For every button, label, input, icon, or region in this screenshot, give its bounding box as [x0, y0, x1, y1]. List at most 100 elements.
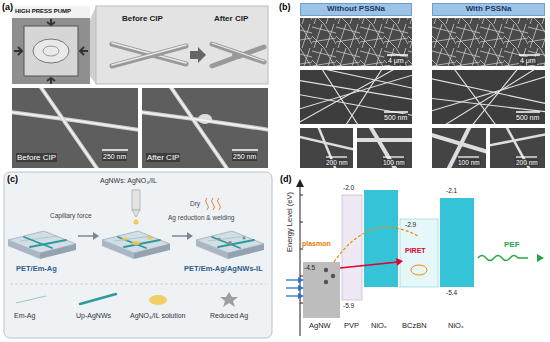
legend-text: Em-Ag [14, 312, 35, 320]
sem-image-junctions [296, 126, 548, 170]
sem-image-after-part [232, 149, 258, 151]
legend-text: AgNO₃/IL solution [130, 312, 186, 320]
process-label: plasmon [302, 240, 331, 248]
sem-image-dense [300, 18, 545, 66]
sem-image-before-part-part [12, 112, 138, 130]
sem-image-junctions-part [490, 128, 545, 168]
energy-value: -4.5 [304, 264, 315, 271]
step-label: Capillary force [50, 212, 92, 219]
energy-diagram-part-part [324, 268, 328, 272]
pump-photo-part [47, 78, 55, 84]
process-schematic-part-part [147, 237, 153, 240]
layer-name: NiOₓ [448, 322, 463, 331]
energy-value: -5.9 [343, 302, 354, 309]
energy-diagram-part [340, 262, 398, 268]
sem-image-before-part [12, 88, 138, 168]
energy-diagram-part-part [324, 280, 328, 284]
layer-name: PVP [344, 322, 359, 331]
energy-diagram [286, 179, 544, 336]
sem-image-wires-part-part [440, 70, 540, 124]
scale-bar-label: 200 nm [515, 159, 539, 166]
sem-image-before-part [102, 149, 128, 151]
solution-label: AgNWs: AgNO₃/IL [100, 177, 157, 185]
energy-diagram-part-part [298, 285, 304, 291]
energy-diagram-part [411, 265, 427, 275]
legend-text: Reduced Ag [210, 312, 248, 320]
process-schematic-part [102, 240, 134, 259]
energy-value: -2.1 [446, 187, 457, 194]
pump-photo-part [12, 6, 90, 18]
process-schematic-part [218, 237, 246, 246]
process-schematic-part [10, 284, 266, 285]
layer-name: NiOₓ [371, 322, 386, 331]
energy-diagram-part [324, 268, 335, 284]
sem-image-dense-part [432, 18, 545, 66]
sem-image-wires-part-part [320, 70, 360, 124]
energy-diagram-part-part [300, 276, 303, 277]
sem-image-junctions-part [357, 128, 412, 168]
legend-icons-part [220, 292, 238, 307]
zoom-wedge [90, 6, 96, 84]
pump-photo-part [80, 47, 88, 55]
sem-image-wires-part [432, 70, 545, 124]
image-caption: Before CIP [16, 153, 57, 162]
scale-bar-label: 250 nm [102, 153, 127, 161]
pump-photo [12, 6, 90, 84]
energy-diagram-part [286, 280, 299, 296]
sem-image-junctions-part-part [490, 134, 545, 146]
cip-inset-part [212, 43, 264, 61]
energy-diagram-part [478, 256, 528, 261]
photo-caption: HIGH PRESS PUMP [15, 8, 71, 15]
image-caption: After CIP [146, 153, 180, 162]
sem-image-junctions-part [432, 128, 486, 168]
scale-bar-label: 4 μm [387, 57, 405, 65]
energy-diagram-part [300, 186, 301, 336]
process-schematic-part [132, 190, 140, 210]
sem-image-before [10, 86, 140, 170]
energy-diagram-part-part [300, 249, 303, 250]
sem-image-dense-part [432, 18, 545, 66]
panel-letter: (a) [2, 2, 13, 12]
energy-value: -2.0 [343, 184, 354, 191]
energy-diagram-part-part [300, 303, 303, 304]
scale-bar-label: 500 nm [383, 114, 408, 122]
sem-image-junctions-part-part [516, 156, 537, 157]
header-text: With PSSNa [466, 5, 512, 14]
cip-inset-part [112, 46, 186, 66]
process-schematic-part [78, 235, 94, 237]
column-header: Without PSSNa [300, 3, 412, 16]
energy-diagram-part [440, 198, 474, 287]
energy-diagram-part [537, 254, 544, 262]
sem-image-after-part-part [142, 112, 268, 130]
process-schematic-part [24, 237, 254, 248]
process-schematic-part-part [218, 198, 221, 210]
substrate-label: PET/Em-Ag/AgNWs-IL [184, 265, 263, 274]
process-schematic-part-part [24, 237, 52, 248]
process-schematic-part-part [243, 237, 246, 240]
process-schematic-part [132, 210, 140, 217]
sem-image-junctions-part-part [357, 138, 412, 142]
energy-diagram-part [342, 195, 362, 300]
sem-image-before-part-part [12, 112, 138, 130]
process-schematic-part-part [206, 198, 209, 210]
legend-icons [16, 292, 238, 307]
cip-inset [96, 6, 268, 84]
energy-diagram-part [298, 277, 304, 299]
cip-inset-part [96, 6, 268, 84]
sem-image-wires-part [300, 70, 412, 124]
process-schematic-part-part [212, 198, 215, 210]
column-header: With PSSNa [432, 3, 545, 16]
energy-diagram-part-part [300, 222, 303, 223]
cip-inset-part [112, 45, 186, 65]
energy-diagram-part [296, 179, 304, 187]
sem-image-after-part [142, 88, 268, 168]
sem-image-dense-part [519, 54, 540, 56]
inset-caption: After CIP [214, 14, 248, 23]
sem-image-wires-part-part [310, 70, 412, 88]
process-label: PEF [504, 240, 520, 249]
energy-diagram-part-part [298, 293, 304, 299]
scale-bar-label: 100 nm [382, 159, 406, 166]
process-label: PIRET [405, 247, 426, 255]
sem-image-junctions-part-part [458, 156, 479, 157]
